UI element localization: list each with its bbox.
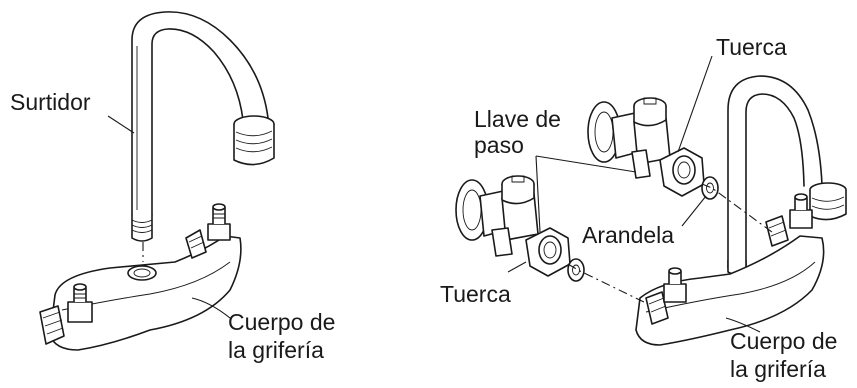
leader-body-right — [725, 317, 761, 333]
leader-body-left — [191, 297, 231, 319]
label-body-left-line1: Cuerpo de — [228, 309, 335, 335]
leader-nut-bottom — [507, 261, 527, 273]
label-nut-top: Tuerca — [716, 34, 787, 60]
spout-right — [727, 75, 847, 276]
leader-stop-valve-1 — [535, 155, 637, 173]
washer-lower — [567, 258, 585, 282]
right-figure — [455, 55, 847, 346]
spout — [131, 11, 275, 242]
stop-valve-upper — [587, 97, 705, 197]
label-nut-bottom: Tuerca — [440, 281, 511, 307]
guide-lower — [567, 263, 649, 305]
leader-washer — [681, 195, 707, 227]
stop-valve-lower — [455, 175, 571, 277]
faucet-body-right — [635, 193, 825, 346]
guide-upper — [701, 183, 773, 233]
label-washer: Arandela — [582, 222, 674, 248]
leader-spout — [107, 115, 135, 134]
label-spout: Surtidor — [10, 89, 91, 115]
label-body-right-line1: Cuerpo de — [730, 328, 837, 354]
washer-upper — [701, 176, 719, 200]
label-body-left-line2: la grifería — [228, 337, 324, 363]
faucet-body-left — [39, 203, 242, 351]
leader-nut-top — [677, 55, 713, 153]
label-stop-valve-line2: paso — [474, 132, 524, 158]
left-figure — [39, 11, 275, 351]
label-body-right-line2: la grifería — [730, 356, 826, 382]
label-stop-valve-line1: Llave de — [474, 106, 561, 132]
leader-stop-valve-2 — [535, 155, 541, 233]
